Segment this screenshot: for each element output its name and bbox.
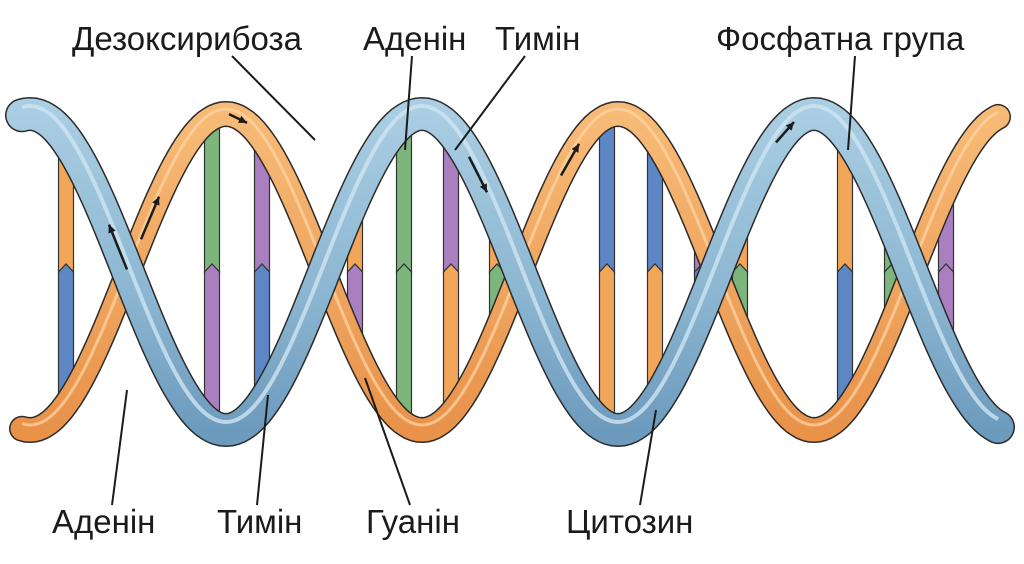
base-guanine (203, 123, 221, 274)
base-cytosine (253, 263, 271, 400)
strand-direction-arrow-icon (152, 196, 160, 206)
leader-line (111, 389, 128, 506)
base-adenine (442, 263, 460, 408)
label-thymine-bottom: Тимін (217, 503, 303, 540)
blue-backbone (6, 98, 1014, 446)
label-leader-lines (111, 55, 856, 506)
base-cytosine (57, 263, 75, 400)
label-cytosine: Цитозин (566, 503, 694, 540)
base-cytosine (598, 121, 616, 274)
blue-backbone-strand (5, 96, 1015, 448)
strand-direction-arrow-icon (571, 143, 579, 153)
orange-backbone (10, 102, 1010, 442)
leader-line (639, 409, 657, 506)
label-thymine-top: Тимін (495, 20, 581, 57)
label-deoxyribose: Дезоксирибоза (72, 20, 302, 57)
base-adenine (598, 263, 616, 423)
strand-direction-arrow-icon (238, 115, 247, 123)
strand-direction-arrow-icon (108, 224, 116, 234)
strand-direction-arrow-icon (785, 122, 794, 131)
direction-arrows (107, 113, 795, 270)
leader-line (364, 377, 411, 506)
leader-line (454, 55, 526, 151)
label-guanine: Гуанін (366, 503, 460, 540)
label-phosphate-group: Фосфатна група (716, 20, 965, 57)
blue-backbone-highlight (21, 103, 999, 425)
base-guanine (395, 263, 413, 419)
label-adenine-top: Аденін (363, 20, 467, 57)
label-adenine-bottom: Аденін (52, 503, 156, 540)
leader-line (847, 55, 856, 151)
leader-line (404, 55, 413, 151)
base-thymine (203, 263, 221, 421)
strand-direction-arrow-icon (479, 183, 487, 193)
base-cytosine (836, 263, 854, 406)
leader-line (256, 394, 269, 506)
leader-line (231, 55, 316, 141)
